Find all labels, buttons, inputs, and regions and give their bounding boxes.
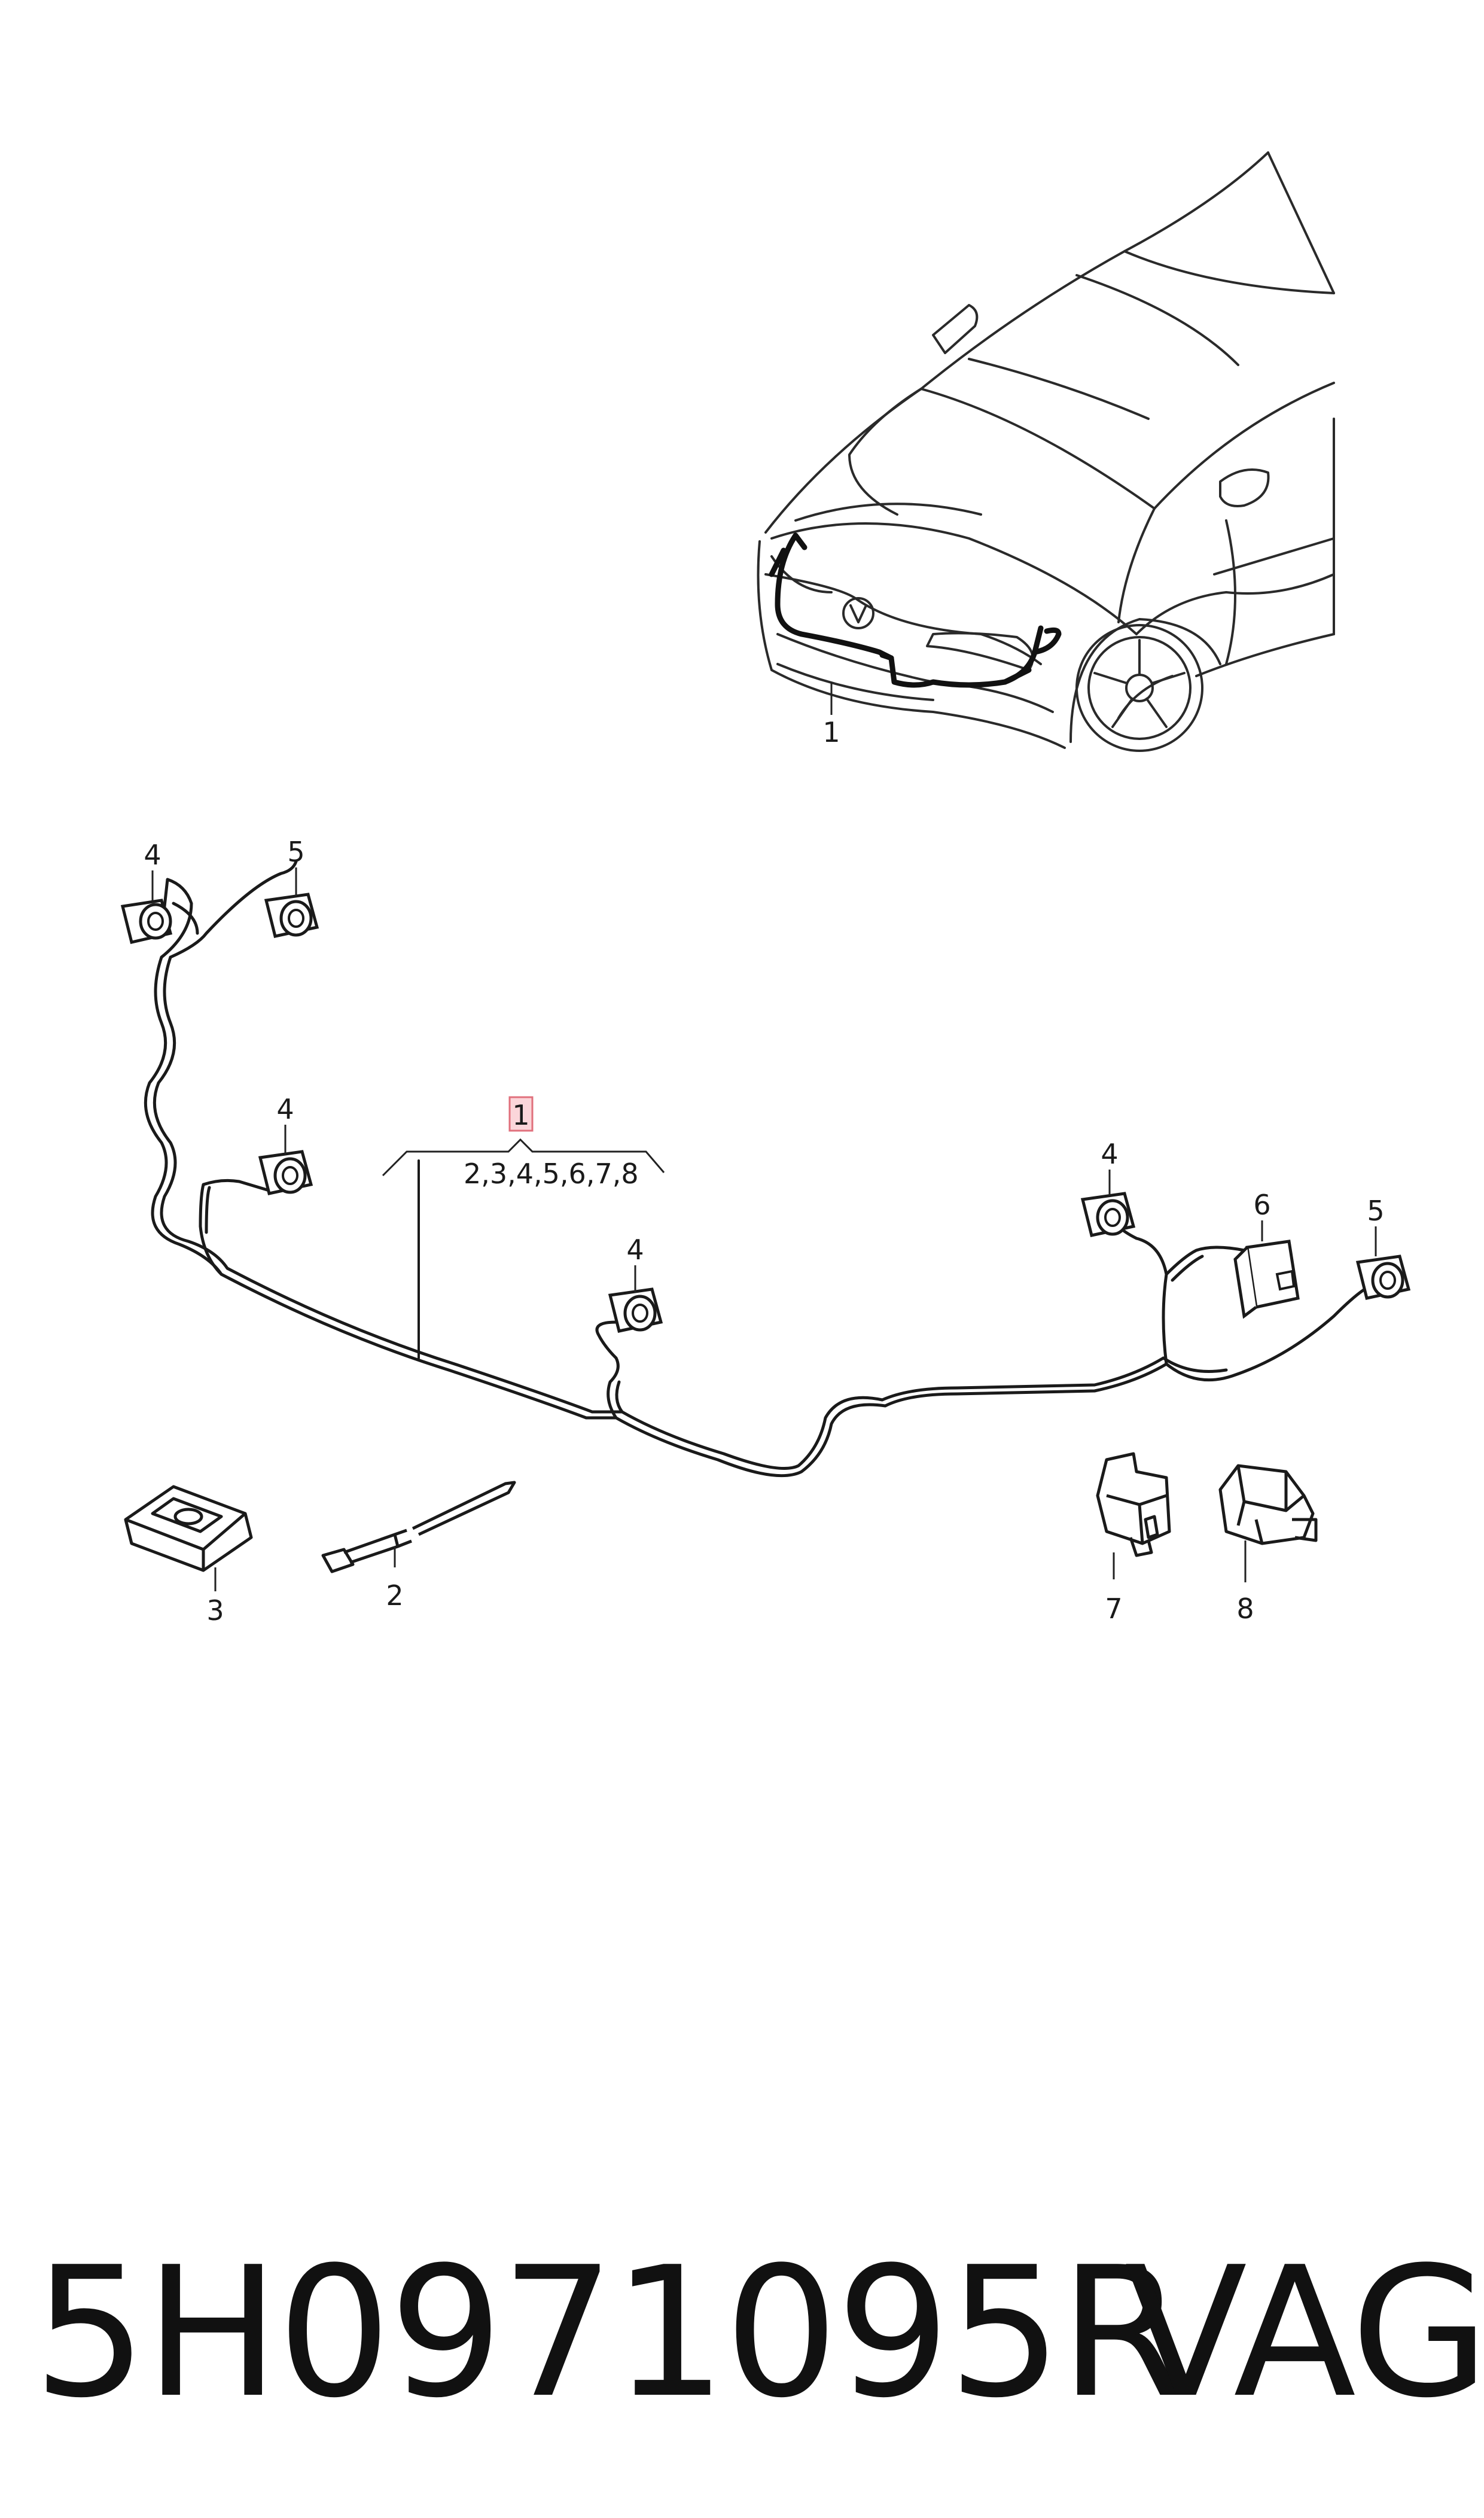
cable-tie-2 [321,1481,516,1573]
callout-label-connector: 6 [1253,1189,1270,1221]
connector-6 [1233,1240,1300,1319]
callout-label-holder-8: 8 [1236,1593,1254,1625]
callout-label-holder-7: 7 [1105,1593,1122,1625]
callout-label-sensor-right: 4 [1101,1138,1118,1170]
sensor-center [608,1287,663,1333]
callout-label-sensor-top-right: 5 [287,836,304,868]
callout-label-assembly: 1 [512,1099,529,1131]
callout-label-sensor-top-left: 4 [144,839,161,871]
callout-label-clip: 3 [206,1594,224,1627]
sensor-right [1080,1192,1136,1237]
part-number: 5H0971095R [33,2228,1184,2437]
car-illustration [757,151,1335,752]
callout-label-sensor-mid-left: 4 [276,1093,294,1125]
callout-label-tie: 2 [386,1579,403,1612]
car-harness [769,532,1062,688]
sensor-top-right [264,893,319,938]
assembly-callout-highlight [508,1096,534,1132]
wiring-harness [144,860,1372,1478]
clip-3 [124,1485,253,1572]
holder-8 [1218,1464,1318,1545]
sensor-callouts [151,867,1377,1292]
assembly-bracket [382,1138,665,1177]
callout-label-sensor-far-right: 5 [1367,1195,1384,1227]
callout-label-sensor-center: 4 [626,1234,644,1266]
brand-label: VAG [1125,2228,1484,2437]
sensor-mid-left [258,1150,313,1195]
sensor-far-right [1355,1255,1411,1300]
sensor-top-left [120,899,173,944]
assembly-contents-label: 2,3,4,5,6,7,8 [464,1158,639,1190]
callout-label-car: 1 [822,716,840,748]
holder-7 [1096,1452,1171,1557]
